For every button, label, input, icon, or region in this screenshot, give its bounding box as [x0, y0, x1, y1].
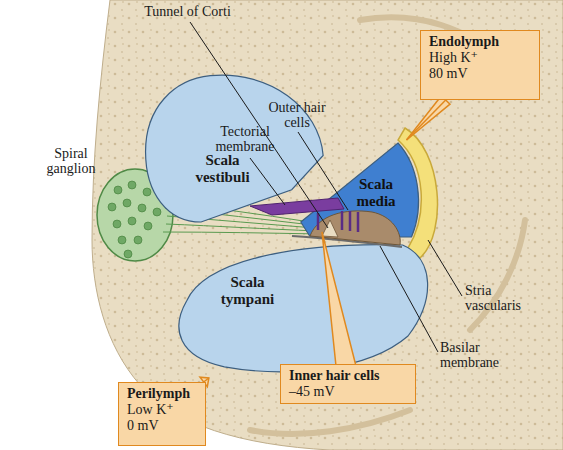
callout-box: Inner hair cells–45 mV	[280, 364, 416, 404]
region-fill	[301, 143, 419, 237]
region-text-wrap: Scala tympani	[210, 274, 285, 308]
callout-value: –45 mV	[289, 384, 407, 400]
region-fill	[146, 75, 324, 222]
part-label: Outer hair cells	[266, 100, 328, 130]
part-label: Basilar membrane	[440, 340, 518, 370]
part-label: Stria vascularis	[465, 283, 537, 313]
callout-heading: Endolymph	[429, 34, 531, 50]
part-label: Spiral ganglion	[40, 146, 102, 176]
part-label: Tunnel of Corti	[130, 4, 245, 19]
scala-region: Scala tympani	[165, 238, 435, 378]
callout-heading: Inner hair cells	[289, 368, 407, 384]
temporal-bone	[92, 0, 563, 450]
region-name: Scala vestibuli	[185, 152, 260, 186]
callout-value: 80 mV	[429, 66, 531, 82]
callout-value: 0 mV	[127, 418, 197, 434]
callout-heading: Perilymph	[127, 386, 197, 402]
region-name: Scala tympani	[210, 274, 285, 308]
region-text-wrap: Scala vestibuli	[185, 152, 260, 186]
region-outline	[165, 238, 435, 378]
callout-connector	[407, 96, 450, 140]
callout-value: Low K⁺	[127, 402, 197, 418]
region-text-wrap: Scala media	[346, 176, 406, 210]
connector-wedge	[407, 96, 450, 140]
scala-region: Scala vestibuli	[140, 70, 325, 260]
region-name: Scala media	[346, 176, 406, 210]
callout-value: High K⁺	[429, 50, 531, 66]
ganglion-cells	[108, 181, 161, 258]
connector-line	[407, 100, 446, 140]
part-label: Tectorial membrane	[205, 124, 285, 154]
callout-box: PerilymphLow K⁺0 mV	[118, 382, 206, 446]
region-fill	[179, 245, 428, 372]
callout-box: EndolymphHigh K⁺80 mV	[420, 30, 540, 100]
